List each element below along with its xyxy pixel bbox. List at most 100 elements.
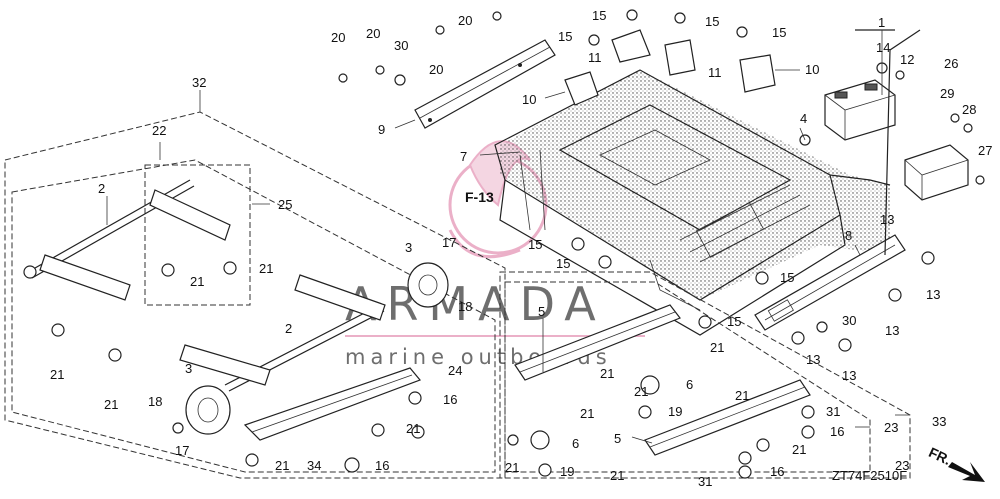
tray-24 bbox=[243, 367, 422, 441]
group-25-box bbox=[144, 164, 251, 306]
callout-31: 31 bbox=[698, 474, 712, 489]
callout-6: 6 bbox=[686, 377, 693, 392]
axle-assembly-upper bbox=[23, 179, 231, 301]
group-33-box bbox=[499, 271, 911, 479]
rubber-mounts bbox=[564, 29, 776, 106]
callout-21: 21 bbox=[505, 460, 519, 475]
callout-29: 29 bbox=[940, 86, 954, 101]
callout-numbers: 1 2 2 3 3 4 5 5 6 6 7 8 9 10 10 11 11 12… bbox=[50, 8, 992, 489]
callout-15: 15 bbox=[592, 8, 606, 23]
callout-15: 15 bbox=[780, 270, 794, 285]
callout-21: 21 bbox=[580, 406, 594, 421]
callout-21: 21 bbox=[190, 274, 204, 289]
leader-lines bbox=[106, 30, 910, 444]
callout-21: 21 bbox=[50, 367, 64, 382]
callout-28: 28 bbox=[962, 102, 976, 117]
callout-13: 13 bbox=[885, 323, 899, 338]
callout-16: 16 bbox=[443, 392, 457, 407]
callout-15: 15 bbox=[556, 256, 570, 271]
callout-19: 19 bbox=[560, 464, 574, 479]
watermark-title: ARMADA bbox=[345, 277, 606, 331]
callout-10: 10 bbox=[805, 62, 819, 77]
callout-10: 10 bbox=[522, 92, 536, 107]
callout-17: 17 bbox=[175, 443, 189, 458]
callout-16: 16 bbox=[770, 464, 784, 479]
callout-14: 14 bbox=[876, 40, 890, 55]
callout-21: 21 bbox=[735, 388, 749, 403]
callout-3: 3 bbox=[185, 361, 192, 376]
callout-21: 21 bbox=[275, 458, 289, 473]
callout-26: 26 bbox=[944, 56, 958, 71]
battery-1 bbox=[824, 79, 896, 141]
callout-12: 12 bbox=[900, 52, 914, 67]
callout-13: 13 bbox=[842, 368, 856, 383]
callout-30: 30 bbox=[394, 38, 408, 53]
callout-11: 11 bbox=[588, 50, 602, 65]
battery-bracket-line bbox=[855, 29, 921, 256]
axle-assembly-lower bbox=[179, 262, 449, 435]
callout-4: 4 bbox=[800, 111, 807, 126]
callout-2: 2 bbox=[98, 181, 105, 196]
callout-13: 13 bbox=[880, 212, 894, 227]
callout-27: 27 bbox=[978, 143, 992, 158]
fasteners bbox=[51, 9, 985, 479]
callout-17: 17 bbox=[442, 235, 456, 250]
callout-2: 2 bbox=[285, 321, 292, 336]
skid-lower-5 bbox=[644, 379, 811, 456]
diagram-ref-code: ZT74F2510F bbox=[832, 468, 907, 483]
callout-33: 33 bbox=[932, 414, 946, 429]
callout-20: 20 bbox=[331, 30, 345, 45]
side-rail-9 bbox=[414, 39, 556, 129]
callout-21: 21 bbox=[710, 340, 724, 355]
callout-5: 5 bbox=[614, 431, 621, 446]
callout-22: 22 bbox=[152, 123, 166, 138]
callout-16: 16 bbox=[375, 458, 389, 473]
callout-23: 23 bbox=[884, 420, 898, 435]
callout-23: 23 bbox=[895, 458, 909, 473]
callout-16: 16 bbox=[830, 424, 844, 439]
callout-8: 8 bbox=[845, 228, 852, 243]
callout-11: 11 bbox=[708, 65, 722, 80]
skid-upper-5 bbox=[514, 304, 681, 381]
callout-20: 20 bbox=[366, 26, 380, 41]
callout-20: 20 bbox=[429, 62, 443, 77]
callout-9: 9 bbox=[378, 122, 385, 137]
group-22-box bbox=[11, 159, 496, 473]
main-frame bbox=[494, 69, 891, 336]
callout-30: 30 bbox=[842, 313, 856, 328]
callout-3: 3 bbox=[405, 240, 412, 255]
callout-32: 32 bbox=[192, 75, 206, 90]
callout-31: 31 bbox=[826, 404, 840, 419]
side-rail-8 bbox=[754, 234, 906, 331]
battery-26 bbox=[904, 144, 969, 201]
callout-21: 21 bbox=[634, 384, 648, 399]
callout-21: 21 bbox=[610, 468, 624, 483]
callout-21: 21 bbox=[259, 261, 273, 276]
callout-21: 21 bbox=[104, 397, 118, 412]
callout-21: 21 bbox=[792, 442, 806, 457]
callout-13: 13 bbox=[806, 352, 820, 367]
callout-15: 15 bbox=[558, 29, 572, 44]
callout-19: 19 bbox=[668, 404, 682, 419]
callout-15: 15 bbox=[705, 14, 719, 29]
callout-25: 25 bbox=[278, 197, 292, 212]
front-direction-arrow: FR. bbox=[926, 444, 985, 482]
callout-20: 20 bbox=[458, 13, 472, 28]
callout-13: 13 bbox=[926, 287, 940, 302]
callout-21: 21 bbox=[406, 421, 420, 436]
direction-label: FR. bbox=[926, 444, 953, 468]
section-reference: F-13 bbox=[465, 189, 494, 205]
callout-21: 21 bbox=[600, 366, 614, 381]
callout-24: 24 bbox=[448, 363, 462, 378]
callout-34: 34 bbox=[307, 458, 321, 473]
callout-7: 7 bbox=[460, 149, 467, 164]
callout-18: 18 bbox=[148, 394, 162, 409]
callout-15: 15 bbox=[772, 25, 786, 40]
callout-18: 18 bbox=[458, 299, 472, 314]
callout-15: 15 bbox=[727, 314, 741, 329]
callout-5: 5 bbox=[538, 304, 545, 319]
callout-6: 6 bbox=[572, 436, 579, 451]
callout-1: 1 bbox=[878, 15, 885, 30]
